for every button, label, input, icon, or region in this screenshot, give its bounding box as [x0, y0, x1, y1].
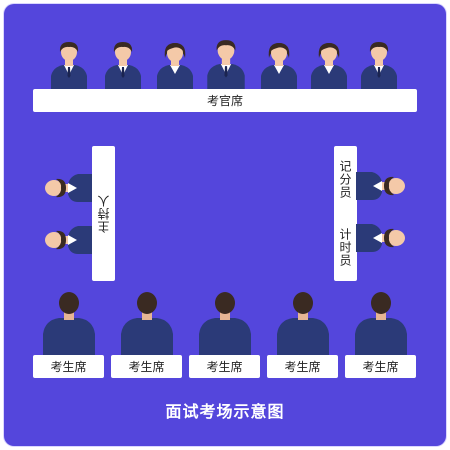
timekeeper-table-label: 计时员: [338, 227, 352, 267]
timekeeper-person: [356, 224, 405, 252]
examiner-person: [311, 43, 347, 90]
candidate-table: 考生席: [33, 355, 104, 378]
host-person-top: [45, 174, 94, 202]
candidate-person: [277, 292, 329, 356]
examiner-person: [105, 42, 141, 90]
candidate-table: 考生席: [345, 355, 416, 378]
recorder-table-label: 记分员: [338, 160, 352, 200]
candidate-person: [121, 292, 173, 356]
host-table: 主持人: [92, 146, 115, 281]
candidate-table: 考生席: [267, 355, 338, 378]
examiner-person: [207, 40, 245, 90]
candidate-table: 考生席: [111, 355, 182, 378]
examiner-person: [157, 43, 193, 90]
examiner-person: [261, 43, 297, 90]
examiner-person: [361, 42, 397, 90]
recorder-timekeeper-table: 记分员 计时员: [334, 146, 357, 281]
candidate-person: [199, 292, 251, 356]
candidate-table: 考生席: [189, 355, 260, 378]
host-table-label: 主持人: [97, 194, 111, 233]
examiner-table: 考官席: [33, 89, 417, 112]
examiner-person: [51, 42, 87, 90]
recorder-person: [356, 172, 405, 200]
candidate-person: [43, 292, 95, 356]
candidate-person: [355, 292, 407, 356]
host-person-bottom: [45, 226, 94, 254]
diagram-caption: 面试考场示意图: [165, 402, 285, 421]
